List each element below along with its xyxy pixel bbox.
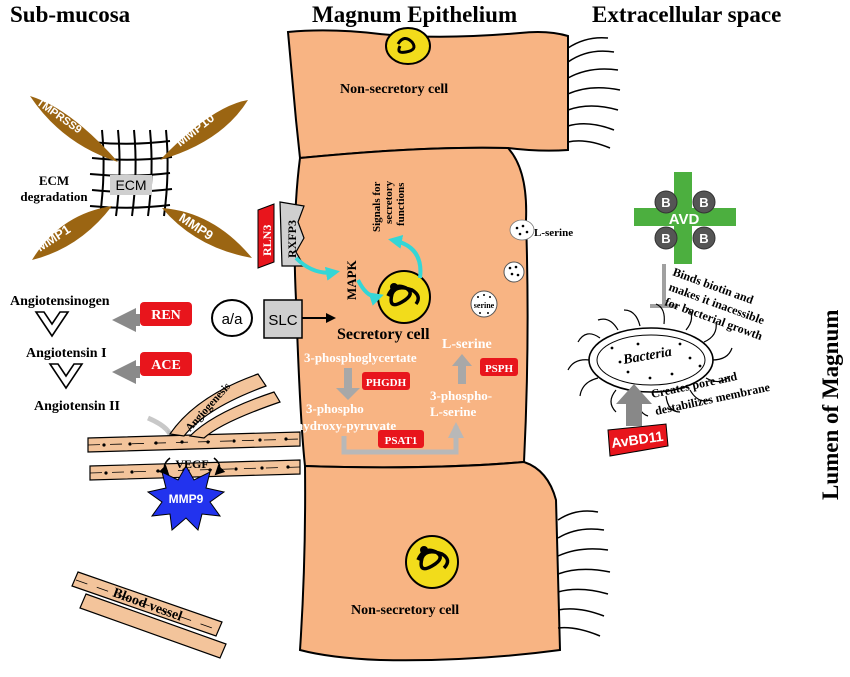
ecm-enzyme-tmprss9: TMPRSS9 bbox=[30, 96, 118, 162]
svg-text:B: B bbox=[699, 195, 708, 210]
blood-vessel-bottom: Blood vessel bbox=[71, 571, 227, 659]
nucleus-bottom bbox=[405, 535, 459, 589]
svg-text:RLN3: RLN3 bbox=[260, 225, 274, 256]
ren-badge: REN bbox=[140, 302, 192, 326]
header-extracellular: Extracellular space bbox=[592, 2, 781, 27]
cilia-top bbox=[567, 36, 621, 149]
phospho-serine-line-2: L-serine bbox=[430, 404, 476, 419]
hydroxy-line-2: hydroxy-pyruvate bbox=[296, 418, 396, 433]
header-epithelium: Magnum Epithelium bbox=[312, 2, 517, 27]
vegf-arrow-right bbox=[213, 457, 226, 476]
svg-text:MMP9: MMP9 bbox=[169, 492, 204, 506]
top-non-secretory-cell: Non-secretory cell bbox=[286, 27, 621, 160]
ace-badge: ACE bbox=[140, 352, 192, 376]
released-serine bbox=[509, 219, 535, 241]
phgdh-badge: PHGDH bbox=[362, 372, 410, 390]
psph-arrow bbox=[452, 354, 472, 384]
svg-text:SLC: SLC bbox=[268, 312, 297, 329]
mapk-to-nucleus-arrow bbox=[356, 279, 384, 306]
ecm-caption-1: ECM bbox=[39, 173, 69, 188]
ecm-center-box bbox=[110, 175, 152, 195]
biotin-4: B bbox=[692, 226, 716, 250]
rln3-ligand: RLN3 bbox=[257, 203, 275, 269]
svg-text:REN: REN bbox=[151, 308, 181, 323]
svg-text:PHGDH: PHGDH bbox=[366, 377, 407, 389]
svg-text:AvBD11: AvBD11 bbox=[610, 428, 664, 451]
phospho-serine-line-1: 3-phospho- bbox=[430, 388, 492, 403]
lserine-outer-label: L-serine bbox=[534, 227, 573, 239]
biotin-3: B bbox=[654, 226, 678, 250]
signals-line-2: secretory bbox=[383, 180, 395, 224]
bacteria: Bacteria bbox=[567, 303, 733, 417]
svg-text:B: B bbox=[661, 195, 670, 210]
top-cell-label: Non-secretory cell bbox=[340, 82, 448, 97]
svg-text:PSPH: PSPH bbox=[485, 363, 514, 375]
bottom-non-secretory-cell: Non-secretory cell bbox=[298, 460, 611, 662]
aa-circle: a/a bbox=[211, 299, 253, 337]
ecm-enzyme-mmp9: MMP9 bbox=[162, 208, 252, 258]
bottom-cell-label: Non-secretory cell bbox=[351, 603, 459, 618]
ecm-center-label: ECM bbox=[115, 177, 146, 193]
svg-text:a/a: a/a bbox=[222, 311, 244, 328]
hydroxy-line-1: 3-phospho bbox=[306, 401, 364, 416]
svg-text:B: B bbox=[699, 231, 708, 246]
ecm-enzyme-mmp1: MMP1 bbox=[32, 206, 112, 260]
avd-cross: AVD B B B B bbox=[634, 172, 736, 264]
ren-arrow bbox=[112, 308, 140, 332]
mmp9-burst: MMP9 bbox=[146, 464, 226, 531]
ecm-enzyme-mmp10: MMP10 bbox=[160, 100, 248, 160]
svg-text:B: B bbox=[661, 231, 670, 246]
psat1-badge: PSAT1 bbox=[378, 430, 424, 448]
vegf-label: VEGF bbox=[175, 457, 208, 471]
signals-line-3: functions bbox=[395, 182, 407, 226]
slc-transporter: SLC bbox=[263, 299, 303, 339]
pgdh-arrow bbox=[336, 368, 360, 400]
angiotensinogen-label: Angiotensinogen bbox=[10, 294, 110, 309]
psph-badge: PSPH bbox=[480, 358, 518, 376]
open-arrow-2 bbox=[48, 363, 84, 390]
header-submucosa: Sub-mucosa bbox=[10, 2, 131, 27]
mapk-label: MAPK bbox=[344, 259, 359, 300]
signals-line-1: Signals for bbox=[371, 181, 383, 232]
angiotensin-2-label: Angiotensin II bbox=[34, 399, 120, 414]
svg-text:TMPRSS9: TMPRSS9 bbox=[34, 97, 83, 137]
biotin-2: B bbox=[692, 190, 716, 214]
nucleus-secretory bbox=[377, 270, 431, 324]
serine-vesicle: serine bbox=[470, 290, 498, 318]
open-arrow-1 bbox=[34, 311, 70, 338]
vegf-arrow-left bbox=[158, 457, 171, 476]
svg-text:serine: serine bbox=[474, 301, 495, 310]
vessel-lower bbox=[89, 459, 301, 481]
angiotensin-1-label: Angiotensin I bbox=[26, 346, 107, 361]
secreting-vesicle bbox=[503, 261, 525, 283]
svg-text:RXFP3: RXFP3 bbox=[285, 220, 299, 258]
avd-inhibition-line bbox=[650, 264, 678, 308]
ace-arrow bbox=[112, 360, 140, 384]
lserine-inner-label: L-serine bbox=[442, 337, 492, 352]
svg-text:ACE: ACE bbox=[151, 358, 181, 373]
rxfp3-receptor: RXFP3 bbox=[279, 201, 306, 267]
avbd11-arrow bbox=[616, 384, 652, 426]
header-lumen: Lumen of Magnum bbox=[818, 310, 843, 500]
angiogenesis-sprout: Angiogenesis bbox=[168, 373, 281, 439]
phosphoglycerate-label: 3-phosphoglycertate bbox=[304, 350, 417, 365]
svg-text:AVD: AVD bbox=[669, 211, 700, 228]
biotin-1: B bbox=[654, 190, 678, 214]
nucleus-to-signals-arrow bbox=[388, 234, 423, 279]
ecm-caption-2: degradation bbox=[20, 189, 88, 204]
avbd11-badge: AvBD11 bbox=[607, 423, 669, 457]
cilia-bottom bbox=[557, 510, 611, 637]
svg-text:PSAT1: PSAT1 bbox=[385, 435, 418, 447]
secretory-cell-label: Secretory cell bbox=[337, 326, 430, 343]
vessel-upper bbox=[87, 431, 301, 453]
rxfp3-to-mapk-arrow bbox=[294, 256, 340, 281]
psat1-arrow bbox=[341, 422, 464, 455]
nucleus-top bbox=[385, 27, 431, 65]
ecm-mesh bbox=[89, 129, 173, 217]
